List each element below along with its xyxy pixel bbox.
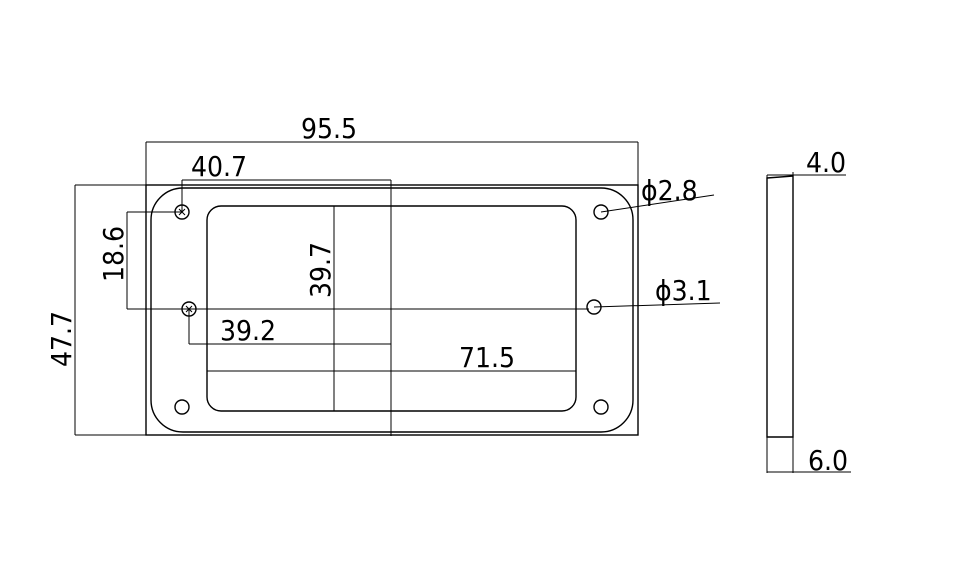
label-opening-height: 39.7 xyxy=(304,242,337,298)
label-hole-spacing: 18.6 xyxy=(97,226,130,282)
label-thickness-bottom: 6.0 xyxy=(808,444,848,477)
label-hole-offset-bottom: 39.2 xyxy=(220,314,276,347)
outer-frame xyxy=(145,184,639,436)
hole-bottom-left xyxy=(174,399,190,415)
plate-outline xyxy=(150,187,634,433)
hole-top-right xyxy=(593,204,609,220)
dimension-labels: 95.5 40.7 18.6 47.7 39.7 39.2 71.5 ϕ2.8 … xyxy=(45,112,848,477)
hole-bottom-right xyxy=(593,399,609,415)
label-overall-width: 95.5 xyxy=(301,112,357,145)
dimension-lines xyxy=(74,141,721,436)
label-hole-dia-large: ϕ3.1 xyxy=(655,274,712,307)
label-thickness-top: 4.0 xyxy=(806,146,846,179)
label-hole-offset-top: 40.7 xyxy=(191,150,247,183)
label-overall-height: 47.7 xyxy=(45,311,78,367)
label-opening-width: 71.5 xyxy=(459,341,515,374)
side-profile xyxy=(766,175,794,438)
front-view xyxy=(145,184,639,436)
label-hole-dia-small: ϕ2.8 xyxy=(641,174,698,207)
hole-center-mark xyxy=(178,208,193,313)
side-view xyxy=(766,172,851,473)
